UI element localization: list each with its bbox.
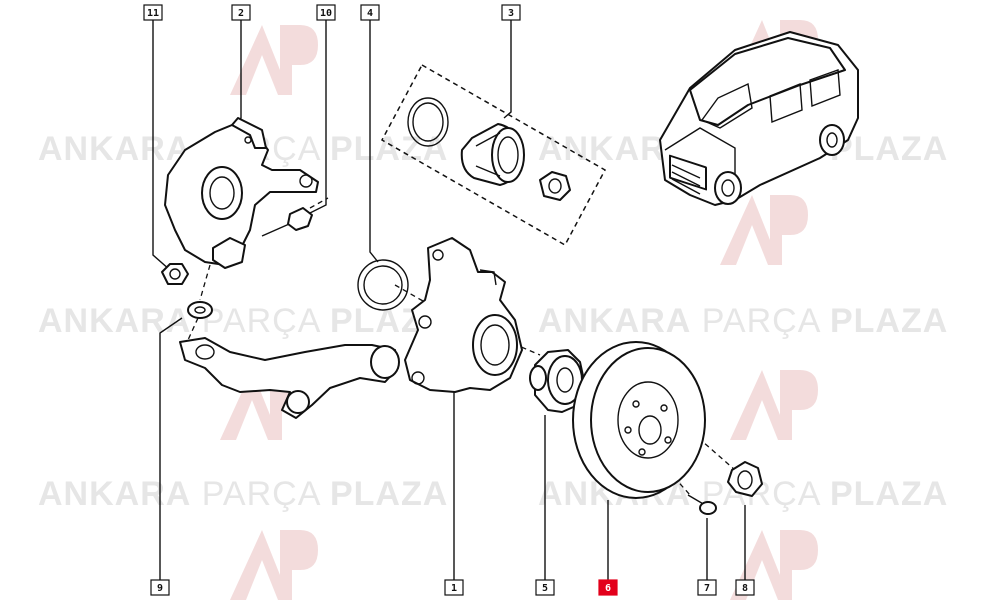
callout-5[interactable]: 5 (535, 579, 555, 596)
knuckle-nut (161, 263, 189, 285)
svg-text:9: 9 (157, 583, 163, 594)
left-steering-knuckle (164, 117, 319, 269)
circlip (357, 259, 409, 311)
kit-circlip (407, 97, 449, 147)
lower-control-arm (179, 337, 400, 419)
watermark-logo-icon (230, 530, 318, 600)
watermark-layer: ANKARA PARÇA PLAZA ANKARA PARÇA PLAZA AN… (38, 20, 948, 600)
hub-nut (727, 461, 763, 497)
watermark-logo-icon (730, 370, 818, 440)
svg-text:4: 4 (367, 8, 373, 19)
watermark-text: ANKARA PARÇA PLAZA (38, 475, 448, 513)
svg-text:11: 11 (147, 8, 159, 19)
callout-10[interactable]: 10 (316, 4, 336, 21)
callout-6-highlighted[interactable]: 6 (598, 579, 618, 596)
knuckle-bolt (261, 207, 313, 237)
callout-4[interactable]: 4 (360, 4, 380, 21)
callout-1[interactable]: 1 (444, 579, 464, 596)
callout-2[interactable]: 2 (231, 4, 251, 21)
svg-text:8: 8 (742, 583, 748, 594)
svg-text:7: 7 (704, 583, 710, 594)
svg-text:3: 3 (508, 8, 514, 19)
disc-screw (687, 494, 717, 515)
callout-11[interactable]: 11 (143, 4, 163, 21)
knuckle-washer (187, 301, 213, 319)
svg-text:2: 2 (238, 8, 244, 19)
watermark-text: ANKARA PARÇA PLAZA (538, 302, 948, 340)
wheel-bearing-kit (380, 63, 607, 247)
callout-7[interactable]: 7 (697, 579, 717, 596)
brake-disc (572, 341, 706, 499)
wheel-hub (529, 349, 586, 413)
callout-8[interactable]: 8 (735, 579, 755, 596)
watermark-text: ANKARA PARÇA PLAZA (38, 302, 448, 340)
van-illustration (659, 31, 859, 206)
svg-text:6: 6 (605, 583, 611, 594)
svg-text:10: 10 (320, 8, 332, 19)
svg-text:1: 1 (451, 583, 457, 594)
watermark-logo-icon (720, 195, 808, 265)
watermark-logo-icon (230, 25, 318, 95)
callout-9[interactable]: 9 (150, 579, 170, 596)
kit-bearing (460, 123, 525, 186)
kit-hub-nut (539, 171, 571, 201)
steering-knuckle (404, 237, 523, 393)
svg-text:5: 5 (542, 583, 548, 594)
callout-3[interactable]: 3 (501, 4, 521, 21)
